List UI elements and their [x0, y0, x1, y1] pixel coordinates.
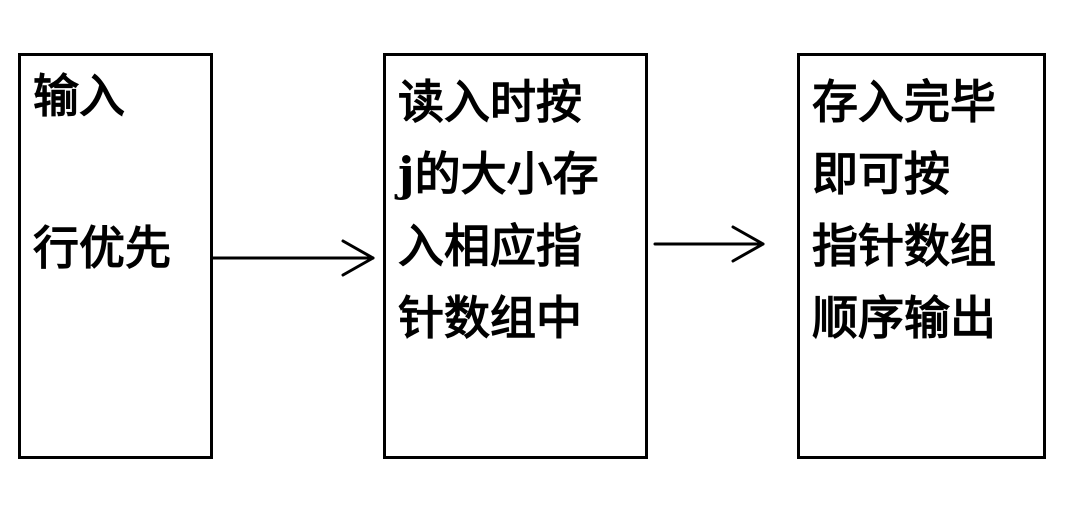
step-box-output: 存入完毕 即可按 指针数组 顺序输出 [797, 53, 1046, 459]
step-line: 指针数组 [812, 219, 996, 273]
step-line: j的大小存 [398, 147, 599, 201]
step-text-read: 读入时按 j的大小存 入相应指 针数组中 [398, 66, 639, 354]
step-line: 存入完毕 [812, 75, 996, 129]
step-line: 读入时按 [398, 75, 582, 129]
arrow-right-icon [211, 239, 375, 277]
step-box-read: 读入时按 j的大小存 入相应指 针数组中 [383, 53, 648, 459]
step-text-input: 输入 行优先 [33, 66, 204, 278]
step-line: 即可按 [812, 147, 950, 201]
step-line: 行优先 [33, 221, 171, 275]
step-line: 顺序输出 [812, 291, 996, 345]
step-line: 针数组中 [398, 291, 582, 345]
step-box-input: 输入 行优先 [18, 53, 213, 459]
step-line: 入相应指 [398, 219, 582, 273]
step-line: 输入 [33, 69, 125, 123]
arrow-right-icon [653, 225, 765, 263]
step-text-output: 存入完毕 即可按 指针数组 顺序输出 [812, 66, 1037, 354]
